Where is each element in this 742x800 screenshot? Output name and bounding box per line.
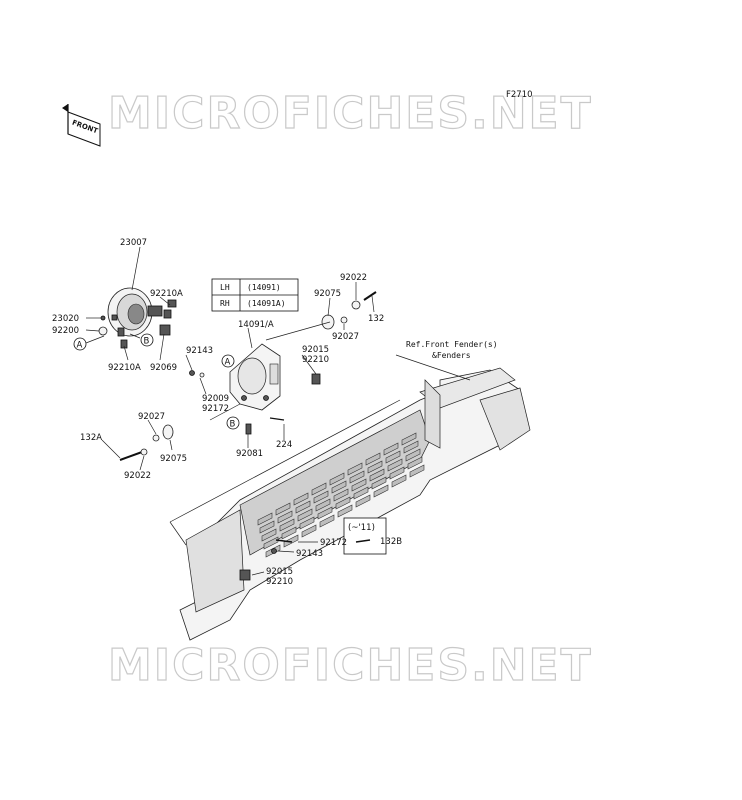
- grille-slot: [281, 526, 297, 540]
- part-label: 92081: [236, 449, 263, 459]
- grille-slot: [263, 536, 279, 550]
- part-label: 92022: [340, 273, 367, 283]
- grille-slot: [351, 478, 367, 492]
- grille-slot: [373, 484, 389, 498]
- grille-slot: [311, 482, 327, 496]
- grille-slot: [275, 502, 291, 516]
- part-label: 14091/A: [238, 320, 274, 330]
- grille-slot: [317, 506, 333, 520]
- watermark-bottom: MICROFICHES.NET: [108, 640, 593, 691]
- ref-note-line2: &Fenders: [432, 351, 471, 360]
- part-label: 23007: [120, 238, 147, 248]
- callout-a-circle: A: [221, 354, 235, 368]
- side-table-side: LH: [220, 283, 230, 292]
- grille-slot: [335, 496, 351, 510]
- grille-slot: [355, 494, 371, 508]
- grille-slot: [403, 440, 419, 454]
- part-label: 92143: [296, 549, 323, 559]
- grille-slot: [301, 524, 317, 538]
- grille-slot: [409, 464, 425, 478]
- grille-slot: [401, 432, 417, 446]
- svg-text:A: A: [225, 358, 231, 368]
- grille-slot: [295, 500, 311, 514]
- part-label: 92172: [202, 404, 229, 414]
- part-label: 92027: [332, 332, 359, 342]
- grille-slot: [389, 466, 405, 480]
- part-label: 92075: [314, 289, 341, 299]
- diagram-code: F2710: [506, 90, 533, 100]
- part-label: 92009: [202, 394, 229, 404]
- grille-slot: [279, 518, 295, 532]
- front-grille: [179, 367, 531, 641]
- grille-slot: [405, 448, 421, 462]
- grille-slot: [387, 458, 403, 472]
- grille-slot: [407, 456, 423, 470]
- grille-slot: [315, 498, 331, 512]
- grille-slot: [283, 534, 299, 548]
- part-label: 92143: [186, 346, 213, 356]
- grille-slot: [383, 442, 399, 456]
- year-note-box: (~'11): [343, 517, 387, 555]
- part-label: 92022: [124, 471, 151, 481]
- svg-text:B: B: [144, 337, 150, 347]
- part-label: 132A: [80, 433, 102, 443]
- grille-slot: [329, 472, 345, 486]
- part-label: 92069: [150, 363, 177, 373]
- part-label: 92015: [302, 345, 329, 355]
- part-label: 92210: [266, 577, 293, 587]
- part-label: 92015: [266, 567, 293, 577]
- grille-slot: [331, 480, 347, 494]
- grille-slot: [369, 468, 385, 482]
- part-label: 23020: [52, 314, 79, 324]
- grille-slot: [319, 514, 335, 528]
- year-note: (~'11): [348, 523, 375, 533]
- grille-slot: [367, 460, 383, 474]
- grille-slot: [257, 512, 273, 526]
- grille-slot: [261, 528, 277, 542]
- grille-slot: [365, 452, 381, 466]
- part-label: 92172: [320, 538, 347, 548]
- svg-text:A: A: [77, 341, 83, 351]
- part-label: 92075: [160, 454, 187, 464]
- part-label: 224: [276, 440, 292, 450]
- grille-slot: [333, 488, 349, 502]
- part-label: 132B: [380, 537, 402, 547]
- grille-slot: [293, 492, 309, 506]
- front-arrow-icon: FRONT: [62, 104, 101, 147]
- part-labels: 23007 92210A 23020 92200 92210A 92069 92…: [52, 238, 402, 587]
- headlight-bracket: [229, 343, 281, 411]
- grille-slot: [259, 520, 275, 534]
- part-label: 92210A: [150, 289, 183, 299]
- washer-92200: [98, 326, 108, 336]
- callout-b-circle: B: [226, 416, 240, 430]
- grille-slot: [313, 490, 329, 504]
- grille-slot: [353, 486, 369, 500]
- watermark-top: MICROFICHES.NET: [108, 88, 593, 139]
- grille-slot: [297, 508, 313, 522]
- grille-slot: [391, 474, 407, 488]
- side-table-part: (14091): [247, 283, 281, 292]
- grille-slot: [277, 510, 293, 524]
- part-label: 92210A: [108, 363, 141, 373]
- grille-slot: [299, 516, 315, 530]
- part-label: 132: [368, 314, 384, 324]
- side-table: LH (14091) RH (14091A): [211, 278, 299, 312]
- part-label: 92200: [52, 326, 79, 336]
- side-table-part: (14091A): [247, 299, 286, 308]
- part-label: 92027: [138, 412, 165, 422]
- grille-slot: [371, 476, 387, 490]
- grille-slot: [347, 462, 363, 476]
- grille-slot: [385, 450, 401, 464]
- callout-a-circle: A: [73, 335, 105, 351]
- grille-slot: [337, 504, 353, 518]
- side-table-side: RH: [220, 299, 230, 308]
- callout-b-circle: B: [129, 333, 154, 347]
- grille-slot: [349, 470, 365, 484]
- leader-lines: [85, 246, 471, 576]
- svg-text:B: B: [230, 420, 236, 430]
- headlight-assembly: [107, 287, 172, 337]
- ref-note-line1: Ref.Front Fender(s): [406, 340, 498, 349]
- part-label: 92210: [302, 355, 329, 365]
